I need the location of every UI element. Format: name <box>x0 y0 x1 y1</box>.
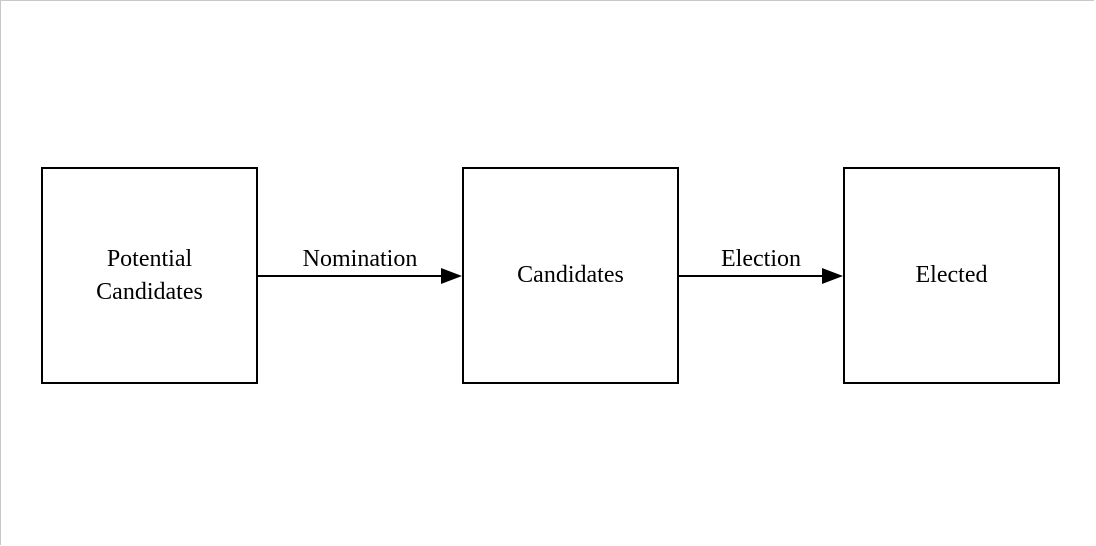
edge-election-label: Election <box>721 246 801 272</box>
node-potential-candidates: Potential Candidates <box>41 167 258 384</box>
edge-election-arrowhead <box>822 268 843 284</box>
node-elected: Elected <box>843 167 1060 384</box>
node-candidates: Candidates <box>462 167 679 384</box>
node-candidates-label: Candidates <box>517 262 624 288</box>
node-potential-candidates-label: Potential Candidates <box>96 245 203 305</box>
node-elected-label: Elected <box>915 262 988 288</box>
edge-nomination-arrowhead <box>441 268 462 284</box>
edge-nomination-label: Nomination <box>302 246 418 272</box>
